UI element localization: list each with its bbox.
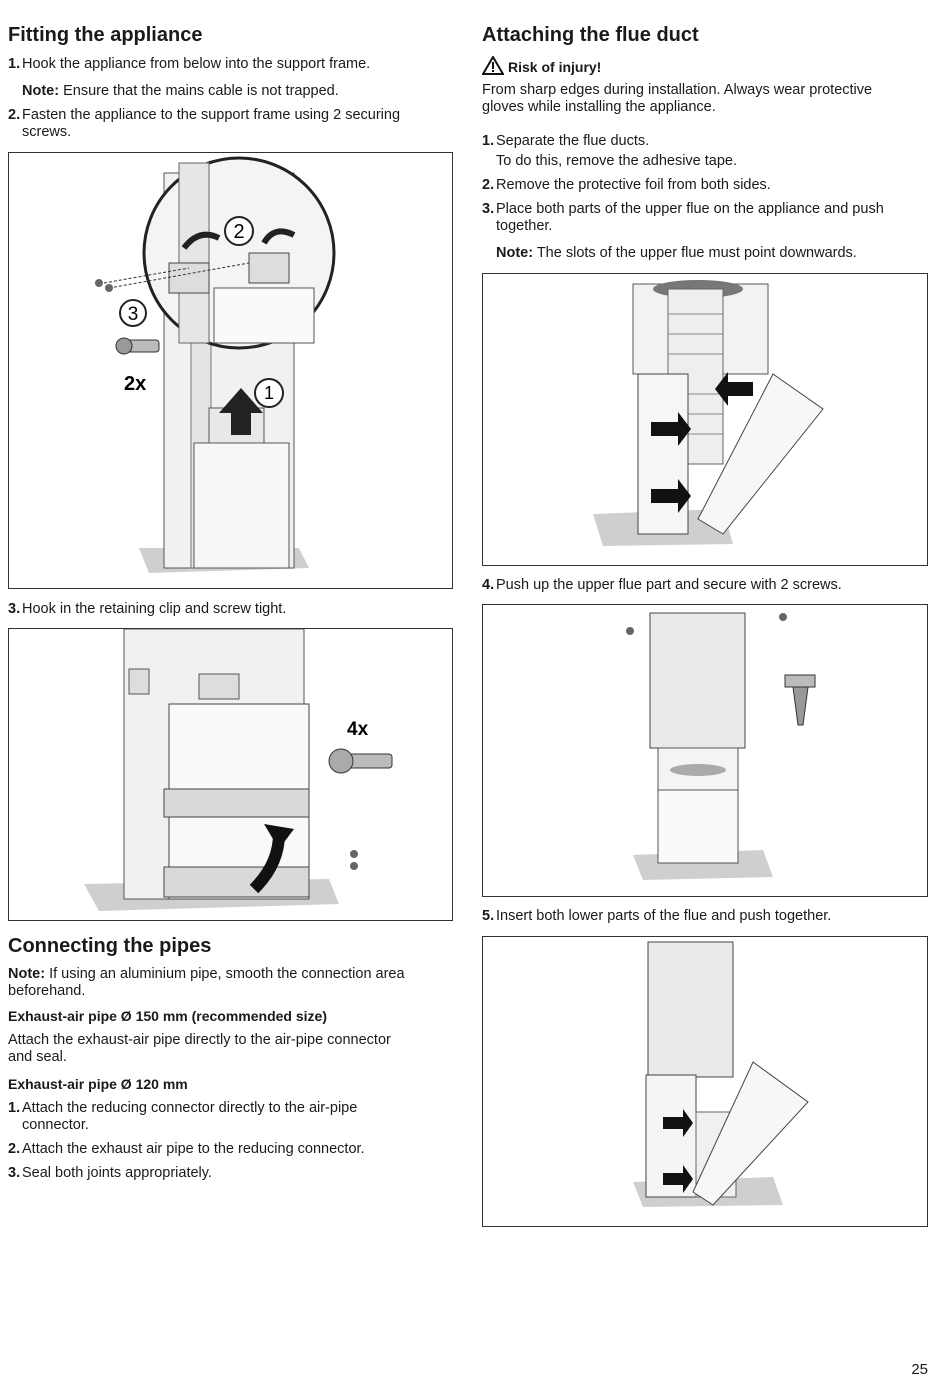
page-number: 25 xyxy=(911,1361,928,1378)
figure-lower-flue xyxy=(482,936,928,1227)
flue-step-4: 4.Push up the upper flue part and secure… xyxy=(482,577,842,593)
pipe-150-text: Attach the exhaust-air pipe directly to … xyxy=(8,1032,391,1048)
fitting-step-3: 3.Hook in the retaining clip and screw t… xyxy=(8,601,287,617)
figure-secure-flue xyxy=(482,604,928,897)
figure-retaining-clip: 4x xyxy=(8,628,453,921)
fig1-count: 2x xyxy=(124,373,146,395)
flue-step-1: 1.Separate the flue ducts. xyxy=(482,133,650,149)
flue-note: Note: The slots of the upper flue must p… xyxy=(496,245,857,261)
pipes-note: Note: If using an aluminium pipe, smooth… xyxy=(8,966,405,982)
fitting-note: Note: Ensure that the mains cable is not… xyxy=(22,83,339,99)
fig2-count: 4x xyxy=(347,719,369,740)
pipe-150-text-cont: and seal. xyxy=(8,1049,67,1065)
flue-step-1-cont: To do this, remove the adhesive tape. xyxy=(496,153,738,169)
figure-upper-flue xyxy=(482,273,928,566)
fitting-title: Fitting the appliance xyxy=(8,24,203,46)
pipe-step-1: 1.Attach the reducing connector directly… xyxy=(8,1100,358,1116)
pipe-step-3: 3.Seal both joints appropriately. xyxy=(8,1165,212,1181)
pipe-150-heading: Exhaust-air pipe Ø 150 mm (recommended s… xyxy=(8,1008,327,1024)
warning-line: Risk of injury! xyxy=(481,55,601,76)
fig1-label-2: 2 xyxy=(233,221,244,243)
flue-step-2: 2.Remove the protective foil from both s… xyxy=(482,177,771,193)
pipe-120-heading: Exhaust-air pipe Ø 120 mm xyxy=(8,1076,188,1092)
figure-hook-appliance: 1 2 3 2x xyxy=(8,152,453,589)
pipes-note-cont: beforehand. xyxy=(8,983,86,999)
fitting-step-2-cont: screws. xyxy=(22,124,72,140)
flue-title: Attaching the flue duct xyxy=(482,24,699,46)
flue-step-3-cont: together. xyxy=(496,218,553,234)
flue-step-5: 5.Insert both lower parts of the flue an… xyxy=(482,908,832,924)
fig1-label-1: 1 xyxy=(264,383,274,403)
pipe-step-2: 2.Attach the exhaust air pipe to the red… xyxy=(8,1141,365,1157)
fitting-step-2: 2.Fasten the appliance to the support fr… xyxy=(8,107,401,123)
flue-step-3: 3.Place both parts of the upper flue on … xyxy=(482,201,884,217)
warning-text-cont: gloves while installing the appliance. xyxy=(482,99,716,115)
warning-text: From sharp edges during installation. Al… xyxy=(482,82,873,98)
fig1-label-3: 3 xyxy=(128,304,139,325)
fitting-step-1: 1.Hook the appliance from below into the… xyxy=(8,56,371,72)
warning-triangle-icon xyxy=(481,55,505,75)
pipe-step-1-cont: connector. xyxy=(22,1117,89,1133)
pipes-title: Connecting the pipes xyxy=(8,935,212,957)
